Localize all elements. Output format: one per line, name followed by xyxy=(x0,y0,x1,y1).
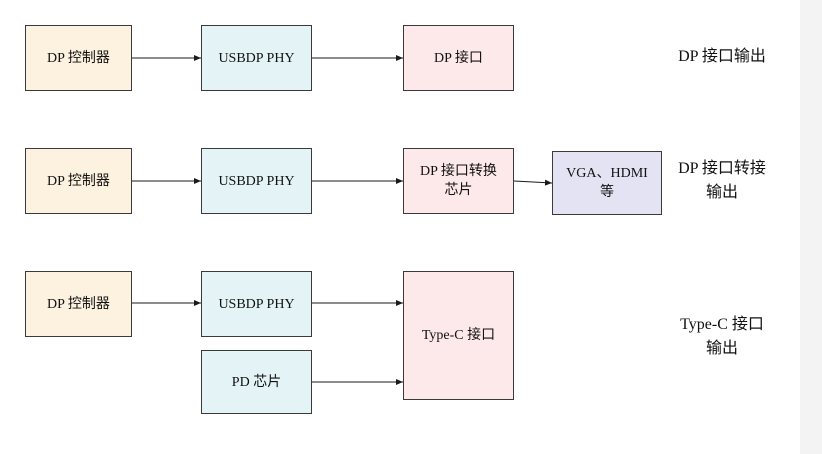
r2-vga-hdmi-box: VGA、HDMI 等 xyxy=(552,151,662,215)
r2-dp-controller-box: DP 控制器 xyxy=(25,148,132,214)
right-edge-strip xyxy=(800,0,822,454)
r3-usbdp-phy-box: USBDP PHY xyxy=(201,271,312,337)
arrow-r2-converter-to-output xyxy=(513,179,553,186)
r3-dp-controller-box: DP 控制器 xyxy=(25,271,132,337)
r3-type-c-port-box: Type-C 接口 xyxy=(403,271,514,400)
r1-dp-controller-box: DP 控制器 xyxy=(25,25,132,91)
r1-caption: DP 接口输出 xyxy=(678,48,766,65)
r3-caption: Type-C 接口 输出 xyxy=(680,316,764,357)
r3-pd-chip-box: PD 芯片 xyxy=(201,350,312,414)
r2-dp-converter-chip-box: DP 接口转换 芯片 xyxy=(403,148,514,214)
r1-dp-port-box: DP 接口 xyxy=(403,25,514,91)
r2-usbdp-phy-box: USBDP PHY xyxy=(201,148,312,214)
r2-caption: DP 接口转接 输出 xyxy=(678,160,766,201)
r1-usbdp-phy-box: USBDP PHY xyxy=(201,25,312,91)
